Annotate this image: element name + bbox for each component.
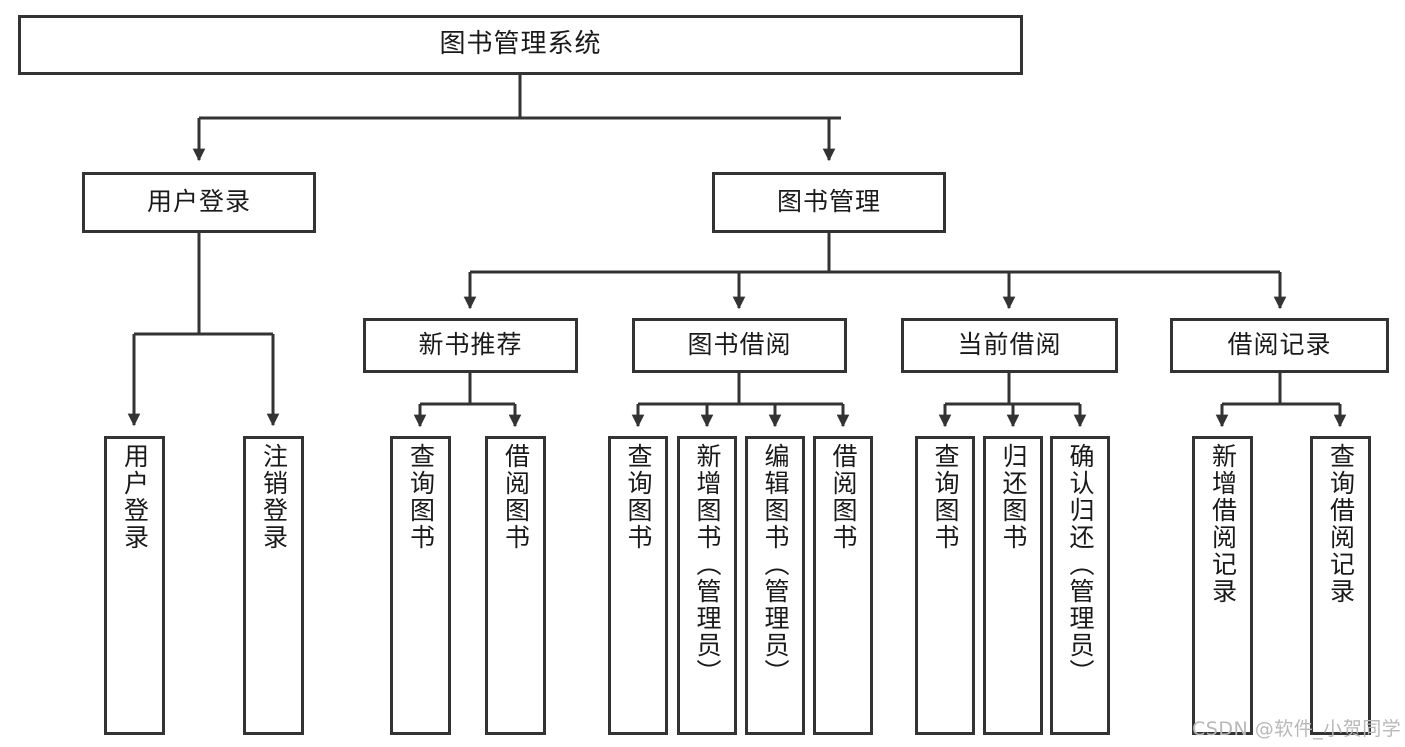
node-leaf-edit-book[interactable]: 编辑图书（管理员） — [745, 436, 805, 735]
node-leaf-user-login[interactable]: 用户登录 — [104, 436, 165, 735]
node-new-book-rec[interactable]: 新书推荐 — [363, 318, 578, 373]
node-leaf-query-book-cb-label: 查询图书 — [931, 443, 960, 551]
node-leaf-confirm-return-label: 确认归还（管理员） — [1066, 443, 1095, 686]
node-leaf-edit-book-label: 编辑图书（管理员） — [761, 443, 790, 686]
node-leaf-query-book-cb[interactable]: 查询图书 — [915, 436, 975, 735]
node-book-borrow-label: 图书借阅 — [687, 330, 792, 360]
node-leaf-user-login-label: 用户登录 — [120, 443, 150, 551]
node-root[interactable]: 图书管理系统 — [18, 15, 1023, 75]
node-leaf-confirm-return[interactable]: 确认归还（管理员） — [1050, 436, 1110, 735]
node-leaf-borrow-book-rec[interactable]: 借阅图书 — [485, 436, 546, 735]
node-leaf-add-record[interactable]: 新增借阅记录 — [1192, 436, 1253, 735]
node-book-manage[interactable]: 图书管理 — [712, 172, 946, 233]
node-borrow-record-label: 借阅记录 — [1227, 330, 1332, 360]
node-leaf-borrow-book-bb[interactable]: 借阅图书 — [813, 436, 873, 735]
node-current-borrow[interactable]: 当前借阅 — [901, 318, 1118, 373]
node-leaf-return-book[interactable]: 归还图书 — [983, 436, 1043, 735]
node-leaf-query-book-rec[interactable]: 查询图书 — [390, 436, 451, 735]
node-new-book-rec-label: 新书推荐 — [418, 330, 523, 360]
node-leaf-query-book-rec-label: 查询图书 — [406, 443, 436, 551]
node-book-borrow[interactable]: 图书借阅 — [632, 318, 847, 373]
node-user-login[interactable]: 用户登录 — [82, 172, 316, 233]
node-leaf-add-book[interactable]: 新增图书（管理员） — [677, 436, 737, 735]
node-leaf-return-book-label: 归还图书 — [999, 443, 1028, 551]
node-borrow-record[interactable]: 借阅记录 — [1170, 318, 1389, 373]
node-leaf-borrow-book-bb-label: 借阅图书 — [829, 443, 858, 551]
node-leaf-logout[interactable]: 注销登录 — [243, 436, 304, 735]
node-root-label: 图书管理系统 — [439, 29, 602, 60]
node-leaf-logout-label: 注销登录 — [259, 443, 289, 551]
node-leaf-query-book-bb-label: 查询图书 — [624, 443, 653, 551]
node-leaf-borrow-book-rec-label: 借阅图书 — [501, 443, 531, 551]
node-leaf-query-record[interactable]: 查询借阅记录 — [1310, 436, 1371, 735]
node-leaf-add-record-label: 新增借阅记录 — [1208, 443, 1238, 605]
node-book-manage-label: 图书管理 — [776, 187, 881, 217]
node-leaf-add-book-label: 新增图书（管理员） — [693, 443, 722, 686]
node-leaf-query-record-label: 查询借阅记录 — [1326, 443, 1356, 605]
node-current-borrow-label: 当前借阅 — [957, 330, 1062, 360]
node-user-login-label: 用户登录 — [146, 187, 251, 217]
node-leaf-query-book-bb[interactable]: 查询图书 — [608, 436, 668, 735]
csdn-watermark: CSDN @软件_小贺同学 — [1192, 718, 1402, 740]
